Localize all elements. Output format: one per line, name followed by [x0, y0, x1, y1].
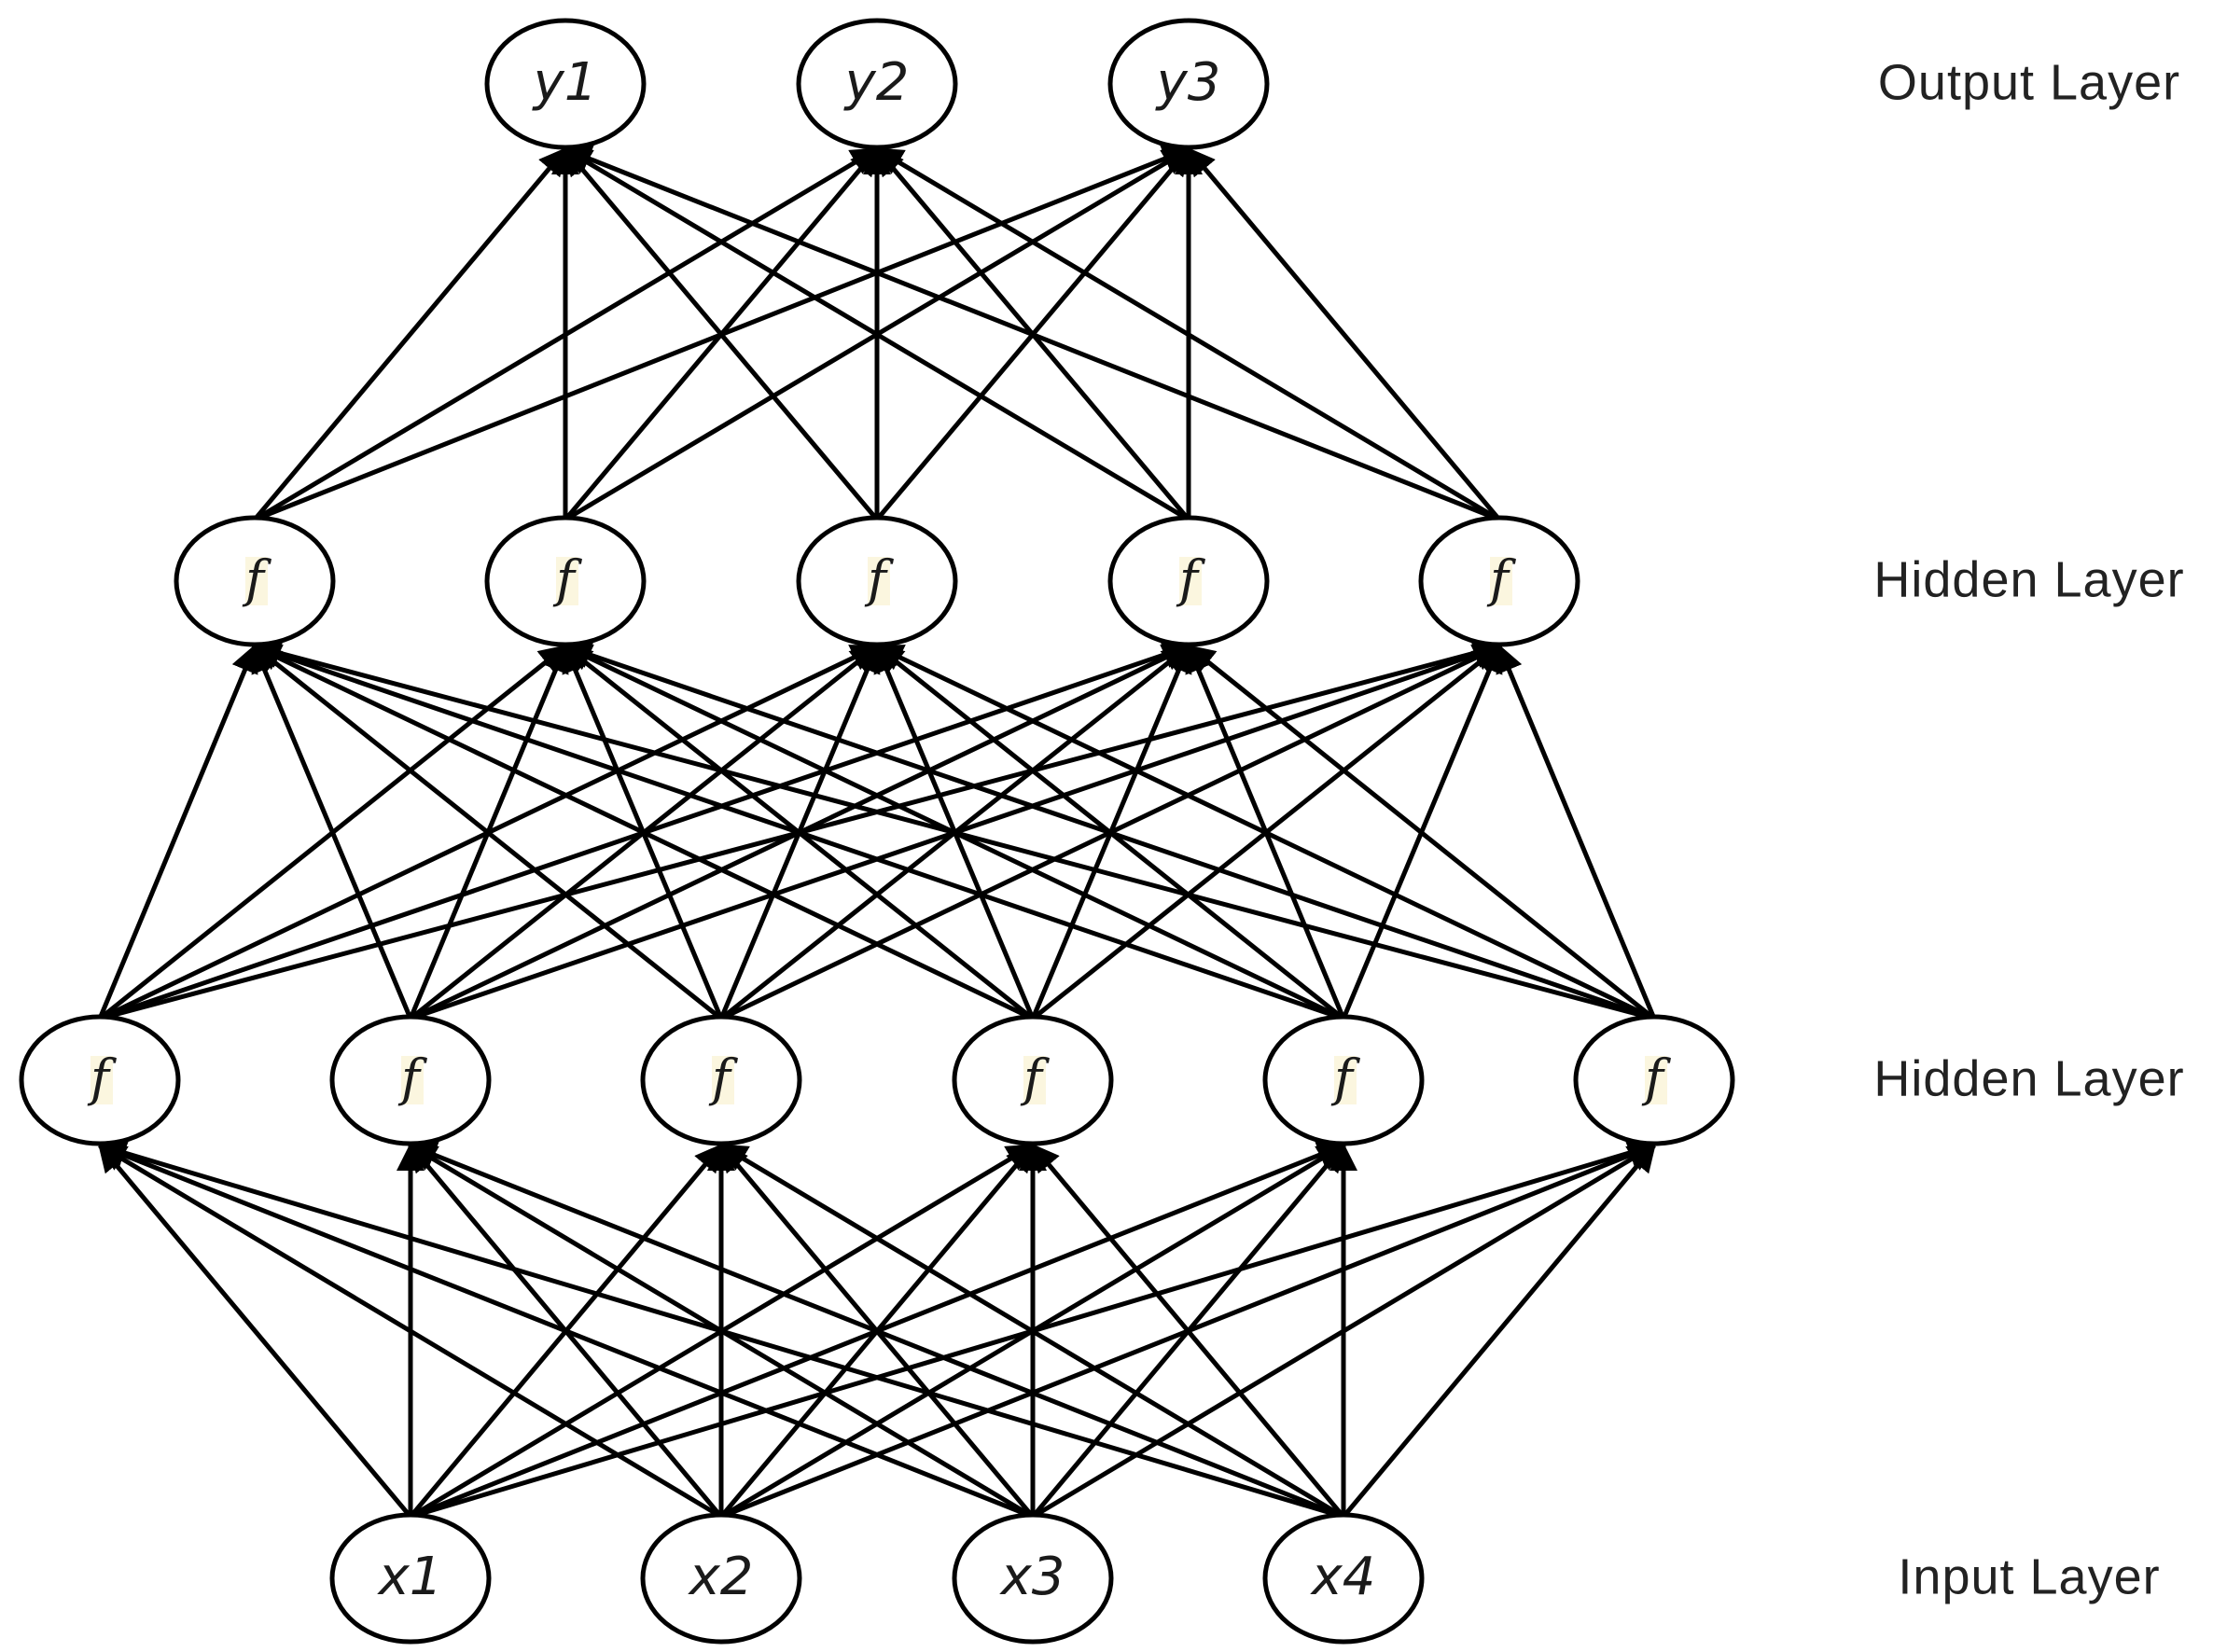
node-circle — [952, 1512, 1114, 1645]
connection-hidden1-6-to-hidden2-5 — [1496, 644, 1657, 1020]
nodes: y1 y2 y3 f f f f f f f f f f f x1 x2 x3 x4 — [19, 18, 1735, 1645]
connection-input-3-to-hidden1-1 — [97, 1142, 1034, 1520]
node-input-2: x2 — [640, 1512, 802, 1645]
node-label: x1 — [377, 1547, 443, 1607]
connection-hidden1-6-to-hidden2-1 — [252, 639, 1655, 1021]
node-input-3: x3 — [952, 1512, 1114, 1645]
node-circle — [640, 1512, 802, 1645]
connection-hidden1-6-to-hidden2-4 — [1186, 645, 1656, 1020]
connection-input-4-to-hidden1-2 — [408, 1142, 1344, 1520]
connections — [97, 146, 1657, 1520]
connection-hidden2-5-to-output-1 — [563, 146, 1500, 522]
function-highlight — [90, 1056, 113, 1104]
node-label: y2 — [843, 52, 910, 113]
layer-label-input: Input Layer — [1898, 1548, 2160, 1604]
function-highlight — [1334, 1056, 1357, 1104]
connection-hidden1-3-to-hidden2-1 — [252, 645, 723, 1020]
node-circle — [1262, 1512, 1425, 1645]
connection-input-1-to-hidden1-1 — [98, 1143, 412, 1519]
node-hidden2-2: f — [484, 515, 647, 647]
node-output-3: y3 — [1107, 18, 1270, 150]
node-output-2: y2 — [796, 18, 958, 150]
node-hidden2-5: f — [1418, 515, 1580, 647]
connection-hidden2-5-to-output-3 — [1187, 146, 1501, 521]
connection-input-4-to-hidden1-1 — [97, 1139, 1344, 1520]
function-highlight — [868, 557, 890, 605]
layer-label-hidden2: Hidden Layer — [1873, 551, 2184, 607]
connection-hidden1-2-to-hidden2-1 — [251, 644, 413, 1020]
node-hidden1-1: f — [19, 1014, 181, 1146]
connection-input-4-to-hidden1-6 — [1342, 1143, 1656, 1519]
node-hidden1-3: f — [640, 1014, 802, 1146]
function-highlight — [1645, 1056, 1667, 1104]
function-highlight — [712, 1056, 734, 1104]
node-label: x3 — [999, 1547, 1065, 1607]
connection-hidden2-3-to-output-1 — [564, 146, 879, 521]
connection-hidden1-5-to-hidden2-1 — [252, 641, 1344, 1021]
node-hidden2-3: f — [796, 515, 958, 647]
node-circle — [329, 1512, 492, 1645]
node-input-1: x1 — [329, 1512, 492, 1645]
connection-hidden1-6-to-hidden2-2 — [563, 641, 1655, 1021]
node-circle — [796, 18, 958, 150]
layer-label-hidden1: Hidden Layer — [1873, 1050, 2184, 1106]
connection-hidden2-1-to-output-1 — [253, 146, 567, 521]
connection-hidden1-4-to-hidden2-1 — [252, 644, 1035, 1021]
node-label: x4 — [1310, 1547, 1376, 1607]
node-hidden1-2: f — [329, 1014, 492, 1146]
node-label: y1 — [532, 52, 598, 113]
node-hidden1-5: f — [1262, 1014, 1425, 1146]
node-label: y3 — [1155, 52, 1221, 113]
node-hidden2-4: f — [1107, 515, 1270, 647]
connection-hidden2-4-to-output-1 — [563, 146, 1190, 522]
node-hidden2-1: f — [174, 515, 336, 647]
connection-hidden1-1-to-hidden2-1 — [97, 644, 258, 1020]
node-output-1: y1 — [484, 18, 647, 150]
function-highlight — [401, 1056, 424, 1104]
function-highlight — [556, 557, 578, 605]
function-highlight — [245, 557, 268, 605]
connection-input-2-to-hidden1-1 — [97, 1143, 723, 1520]
node-hidden1-6: f — [1573, 1014, 1735, 1146]
function-highlight — [1179, 557, 1202, 605]
node-label: x2 — [688, 1547, 754, 1607]
layer-label-output: Output Layer — [1878, 54, 2180, 110]
node-hidden1-4: f — [952, 1014, 1114, 1146]
node-circle — [484, 18, 647, 150]
connection-hidden1-6-to-hidden2-3 — [874, 644, 1656, 1021]
function-highlight — [1490, 557, 1512, 605]
node-input-4: x4 — [1262, 1512, 1425, 1645]
connection-input-4-to-hidden1-4 — [1031, 1143, 1345, 1519]
node-circle — [1107, 18, 1270, 150]
function-highlight — [1023, 1056, 1046, 1104]
connection-input-4-to-hidden1-3 — [718, 1143, 1345, 1520]
connection-hidden2-5-to-output-2 — [874, 146, 1501, 522]
